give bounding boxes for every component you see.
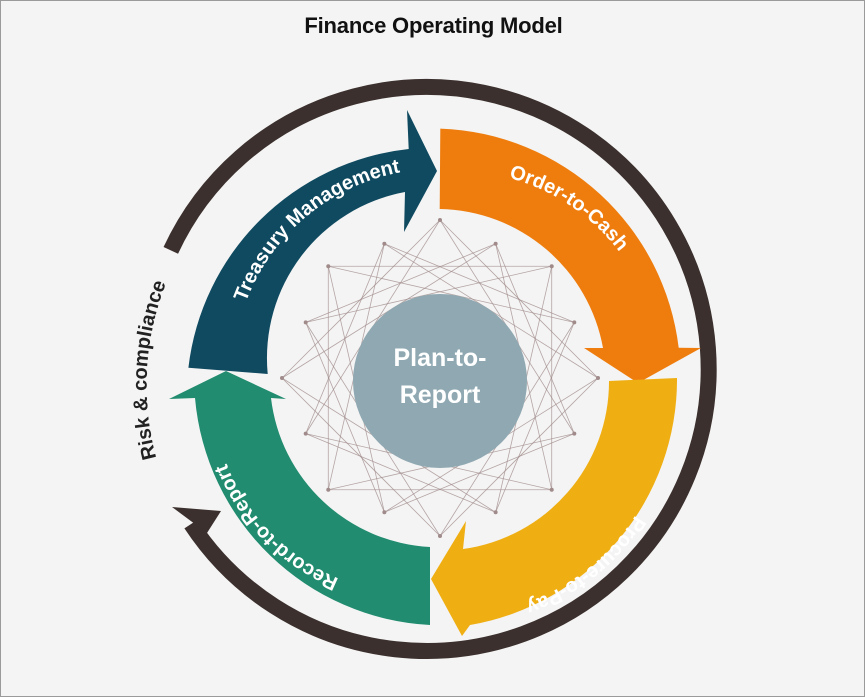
center-label-line1: Plan-to- xyxy=(393,344,486,372)
network-node xyxy=(303,320,308,325)
order-to-cash-segment xyxy=(439,128,701,383)
network-line xyxy=(281,219,441,379)
network-node xyxy=(572,431,577,436)
center-label-line2: Report xyxy=(400,381,481,409)
network-node xyxy=(438,534,442,538)
network-line xyxy=(328,265,575,323)
outer-ring-arrowhead xyxy=(172,507,221,533)
network-node xyxy=(493,510,498,515)
network-line xyxy=(439,219,599,379)
network-line xyxy=(384,243,575,323)
network-node xyxy=(326,264,331,269)
procure-to-pay-segment xyxy=(431,378,678,636)
record-to-report-segment xyxy=(169,371,430,625)
risk-compliance-label: Risk & compliance xyxy=(130,277,171,462)
network-node xyxy=(326,487,331,492)
network-node xyxy=(549,264,554,269)
network-node xyxy=(280,376,284,380)
network-node xyxy=(382,241,387,246)
outer-ring-arc xyxy=(163,78,717,659)
network-node xyxy=(438,218,442,222)
diagram-title: Finance Operating Model xyxy=(304,13,563,38)
plan-to-report-circle xyxy=(353,294,527,468)
network-line xyxy=(281,377,441,537)
network-node xyxy=(572,320,577,325)
network-node xyxy=(549,487,554,492)
network-node xyxy=(596,376,600,380)
network-node xyxy=(303,431,308,436)
network-node xyxy=(382,510,387,515)
network-line xyxy=(439,377,599,537)
network-line xyxy=(305,265,552,323)
treasury-management-segment xyxy=(188,110,437,374)
network-node xyxy=(493,241,498,246)
